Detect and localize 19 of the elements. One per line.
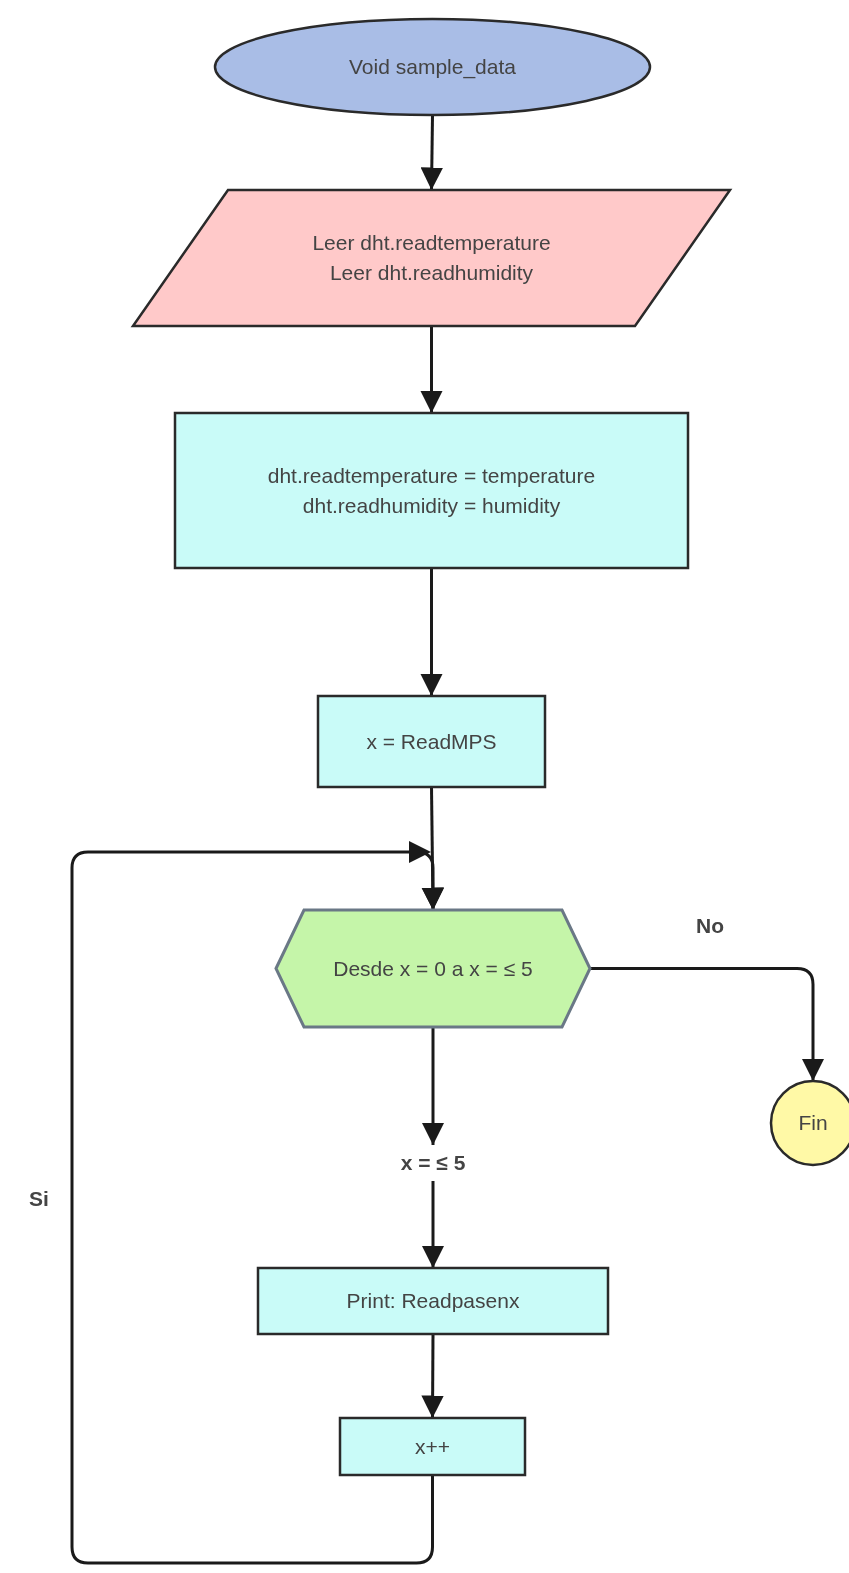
arrow <box>421 1027 445 1145</box>
arrow <box>420 568 443 696</box>
node-text: x = ReadMPS <box>366 728 497 755</box>
arrow <box>420 326 443 413</box>
node-text: Fin <box>798 1110 828 1136</box>
arrow <box>420 114 444 191</box>
node-text: Leer dht.readhumidity <box>329 260 534 286</box>
arrow <box>590 967 825 1081</box>
node-text: dht.readtemperature = temperature <box>267 462 596 489</box>
condition-label: x = ≤ 5 <box>400 1150 466 1176</box>
node-text: Void sample_data <box>349 54 516 81</box>
node-text: Leer dht.readtemperature <box>312 230 551 256</box>
node-text: Desde x = 0 a x = ≤ 5 <box>333 955 533 982</box>
arrow <box>421 1334 444 1418</box>
node-text: x++ <box>415 1433 450 1460</box>
arrow <box>421 1181 445 1268</box>
node-text: dht.readhumidity = humidity <box>302 492 561 519</box>
arrow <box>70 841 445 1565</box>
node-text: Print: Readpasenx <box>346 1288 520 1314</box>
